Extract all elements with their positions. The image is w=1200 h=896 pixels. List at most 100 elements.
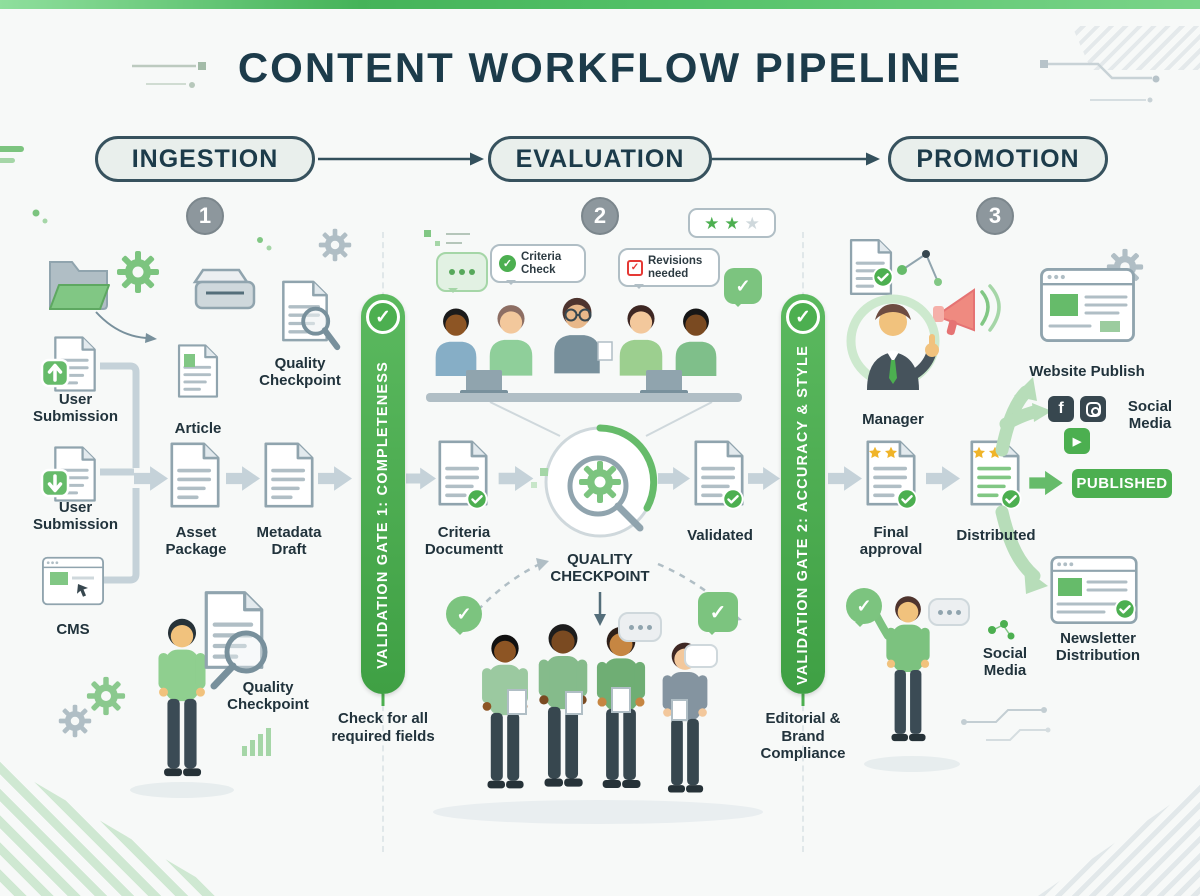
flow-arrow [226,466,260,491]
flow-arrow [748,466,780,491]
revisions-needed-text: Revisions needed [648,255,703,280]
reviewer-person-figure [158,618,206,777]
instagram-frame [1085,401,1101,417]
shadow [864,756,960,772]
phase-pill-evaluation: EVALUATION [488,136,712,182]
label-asset-package: Asset Package [165,524,227,558]
shadow [433,800,763,824]
approved-bubble: ✓ [446,596,482,635]
label-manager: Manager [862,411,924,428]
criteria-check-bubble: ✓ Criteria Check [490,244,586,286]
shadow [130,782,234,798]
connected-dots-decoration [897,250,942,286]
megaphone-icon [933,284,1001,336]
approved-bubble: ✓ [846,588,882,627]
check-glyph: ✓ [502,257,513,270]
phase-arrow-1 [318,152,484,166]
check-glyph: ✓ [856,595,872,616]
label-cms: CMS [56,621,90,638]
evaluation-team-top [426,297,742,402]
edge-tick-decoration [0,158,15,163]
website-publish-icon [1040,268,1135,342]
check-glyph: ✓ [735,275,751,296]
label-quality-checkpoint-hub: QUALITY CHECKPOINT [550,551,650,585]
facebook-icon: f [1048,396,1074,422]
gate-1-note: Check for all required fields [331,710,435,745]
label-social-media-top: Social Media [1127,398,1173,432]
play-glyph: ▶ [1072,435,1082,448]
metadata-draft-icon [264,442,314,508]
check-icon: ✓ [366,300,400,334]
gear-icon [318,228,352,262]
label-final-approval: Final approval [859,524,923,558]
label-user-submission-2: User Submission [32,499,118,533]
label-distributed: Distributed [956,527,1036,544]
published-badge: PUBLISHED [1072,469,1172,498]
desk-to-flow-lines [489,401,713,437]
gear-icon [86,676,126,716]
typing-bubble [928,598,970,626]
flow-arrow-published [1029,470,1063,496]
label-validated: Validated [687,527,753,544]
label-newsletter: Newsletter Distribution [1055,630,1141,664]
label-criteria-document: Criteria Documentt [424,524,504,558]
stripes-decoration-top-right [1072,26,1200,70]
check-glyph: ✓ [630,262,640,274]
dots-decoration-evaluation [424,230,470,246]
label-social-media-bottom: Social Media [982,645,1028,679]
circuit-decoration-bottom-right [961,707,1051,741]
manager-figure [846,294,940,390]
facebook-glyph: f [1058,400,1064,417]
label-user-submission-1: User Submission [32,391,118,425]
user-submission-download-icon [40,446,97,502]
phase-label: INGESTION [131,144,279,173]
circuit-decoration-top-left [32,62,206,224]
criteria-document-icon [438,440,488,510]
flow-arrow [828,466,862,491]
flow-arrow [134,466,168,491]
label-quality-checkpoint-top: Quality Checkpoint [259,355,341,389]
check-glyph: ✓ [709,601,727,624]
newsletter-icon [1050,556,1138,624]
gear-icon [579,461,621,503]
check-glyph: ✓ [795,306,811,328]
user-submission-upload-icon [40,336,97,392]
flow-arrow [318,466,352,491]
flow-arrow [658,466,690,491]
top-accent-bar [0,0,1200,9]
approved-bubble: ✓ [698,592,738,635]
dot-decoration [266,245,272,251]
check-icon: ✓ [499,255,516,273]
gear-icon [117,251,159,293]
label-metadata-draft: Metadata Draft [256,524,322,558]
page-title: CONTENT WORKFLOW PIPELINE [237,44,963,91]
edge-tick-decoration [0,146,24,152]
star-icon: ★ [704,213,720,233]
gear-icon [58,704,92,738]
label-website-publish: Website Publish [1029,363,1145,380]
phase-number-1: 1 [186,197,224,235]
folder-icon [49,261,110,310]
evaluation-team-bottom [482,624,708,793]
asset-package-icon [170,442,220,508]
cms-icon [42,556,104,606]
phase-label: EVALUATION [515,144,685,173]
flow-arrow [926,466,960,491]
gate-stems [381,694,805,706]
validation-gate-1: ✓ VALIDATION GATE 1: COMPLETENESS [361,294,405,694]
circuit-decoration-top-right [1040,60,1160,103]
approved-bubble: ✓ [724,268,762,307]
star-icon: ★ [744,213,760,233]
approved-document-icon [849,238,894,296]
label-quality-checkpoint-bottom: Quality Checkpoint [227,679,309,713]
distribution-branch-arrows [995,377,1052,594]
flow-merge-lines [100,362,140,584]
feedback-arrow-down [594,592,606,626]
phase-pill-promotion: PROMOTION [888,136,1108,182]
phase-pill-ingestion: INGESTION [95,136,315,182]
gate-1-label: VALIDATION GATE 1: COMPLETENESS [375,361,391,669]
curved-arrow-head [145,333,157,343]
gate-2-note: Editorial & Brand Compliance [760,710,846,763]
gate-2-label: VALIDATION GATE 2: ACCURACY & STYLE [795,344,811,686]
